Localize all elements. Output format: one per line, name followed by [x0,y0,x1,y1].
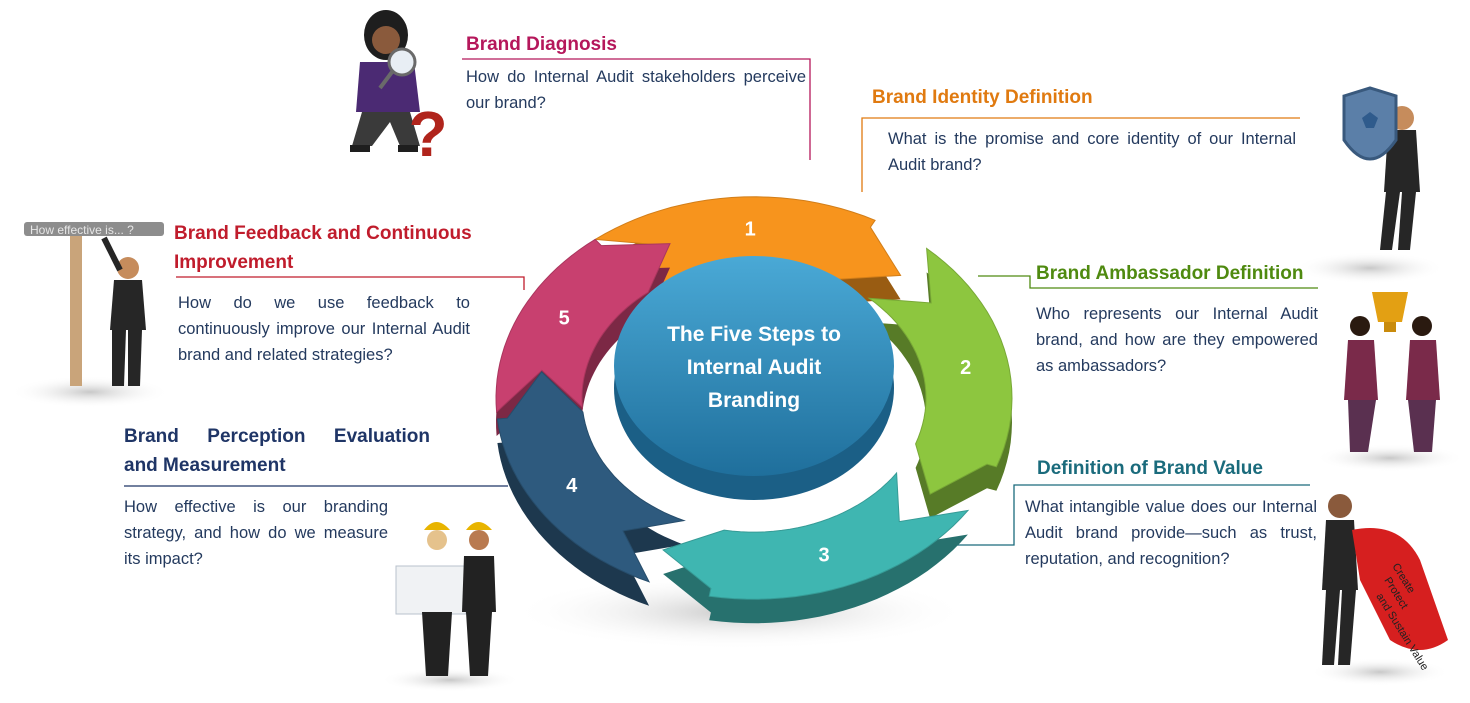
center-hub [614,256,894,500]
step-brand-diagnosis: Brand Diagnosis How do Internal Audit st… [466,30,806,116]
brand-diagnosis-title: Brand Diagnosis [466,34,617,55]
step-brand-measurement: Brand Perception Evaluation and Measurem… [124,422,430,572]
question-mark-icon: ? [408,98,447,170]
figure-shadow [1315,444,1465,472]
segment-number-2: 2 [960,357,971,379]
connector-identity [861,117,1300,192]
brand-ambassador-title: Brand Ambassador Definition [1036,263,1304,284]
segment-numbers: 1 2 3 4 5 [559,218,972,566]
segment-number-5: 5 [559,307,570,329]
segment-4 [496,371,686,583]
helmet-figures-illustration [395,522,496,676]
brand-measurement-title-line-1: Brand Perception Evaluation [124,426,430,447]
center-title-line-3: Branding [707,389,801,412]
center-title-line-2: Internal Audit [686,356,822,379]
segment-5 [495,238,671,414]
segment-number-4: 4 [566,475,578,497]
step-brand-ambassador: Brand Ambassador Definition Who represen… [1036,259,1318,379]
detective-figure-illustration: ? [350,10,448,170]
brand-feedback-description: How do we use feedback to continuously i… [178,294,470,364]
segment-2 [867,247,1013,495]
brand-diagnosis-description: How do Internal Audit stakeholders perce… [466,68,806,112]
center-hub-top [614,256,894,476]
connector-diagnosis [462,58,811,160]
brand-feedback-title-line-1: Brand Feedback and Continuous [174,223,472,244]
brand-ambassador-description: Who represents our Internal Audit brand,… [1036,305,1318,375]
brand-identity-description: What is the promise and core identity of… [888,130,1296,174]
connector-lines [124,58,1318,546]
center-title-line-1: The Five Steps to [667,323,841,346]
step-brand-identity: Brand Identity Definition What is the pr… [872,83,1296,178]
shield-figure-illustration [1342,86,1420,250]
trophy-figures-illustration [1344,292,1440,452]
brand-value-title: Definition of Brand Value [1037,458,1263,479]
brand-measurement-title-line-2: and Measurement [124,455,286,476]
connector-feedback [176,276,525,290]
step-brand-value: Definition of Brand Value What intangibl… [1025,454,1317,572]
segment-3 [662,471,970,600]
figure-shadow [10,376,170,408]
brand-identity-title: Brand Identity Definition [872,87,1093,108]
brand-feedback-title-line-2: Improvement [174,252,294,273]
connector-ambassador [978,275,1318,289]
brand-measurement-description: How effective is our branding strategy, … [124,498,388,568]
figure-shadow [1295,252,1445,284]
segment-number-1: 1 [745,218,756,240]
connector-value [938,484,1310,546]
ruler-text: How effective is... ? [30,223,134,237]
segment-number-3: 3 [818,545,829,567]
step-brand-feedback: Brand Feedback and Continuous Improvemen… [174,219,504,368]
center-title: The Five Steps to Internal Audit Brandin… [640,318,868,417]
brand-value-description: What intangible value does our Internal … [1025,498,1317,568]
ruler-figure-illustration: How effective is... ? [24,222,164,386]
figure-shadow [380,668,520,692]
cape-figure-illustration: Create Protect and Sustain Value [1322,494,1448,673]
